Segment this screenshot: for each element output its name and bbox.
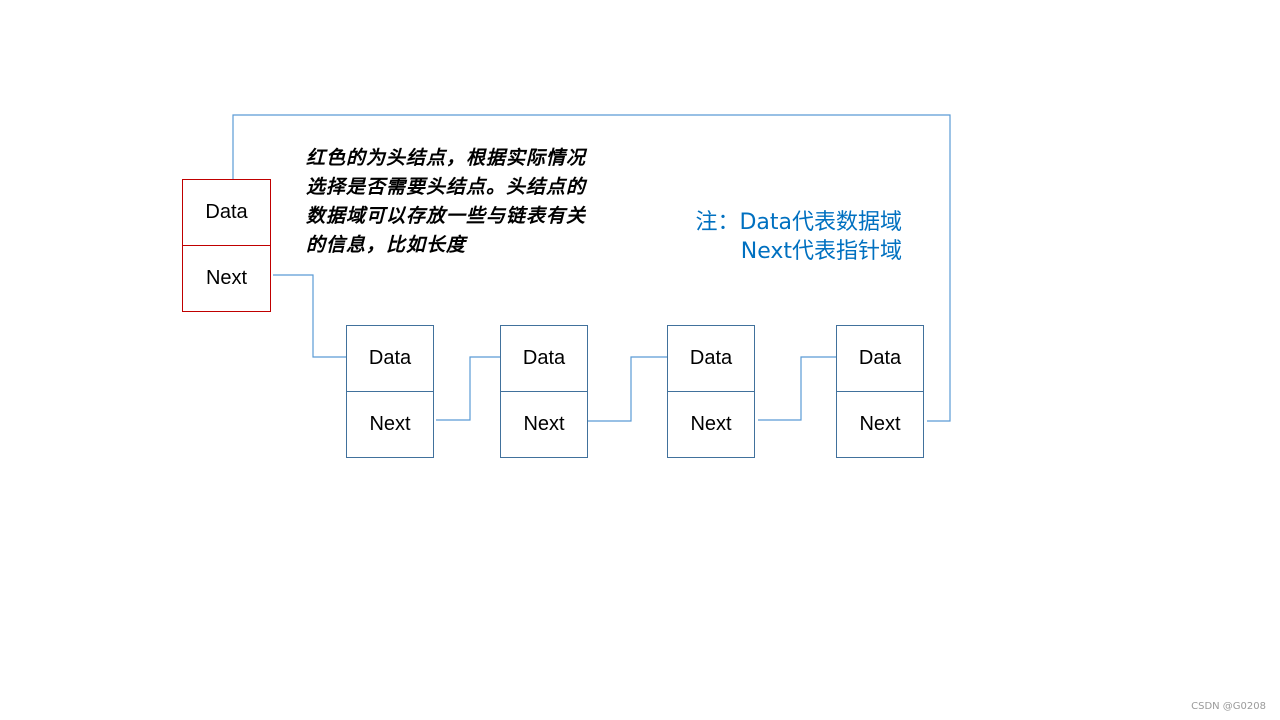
arrow-node-1-to-node-2 <box>436 353 508 421</box>
annotation-line: 红色的为头结点，根据实际情况 <box>306 147 587 169</box>
node-3-data-field: Data <box>689 347 733 369</box>
watermark: CSDN @G0208 <box>1191 701 1266 712</box>
node-2-next-field: Next <box>501 391 587 457</box>
node-4-next-field: Next <box>837 391 923 457</box>
node-1-data-field: Data <box>368 347 412 369</box>
list-node-1: Data Next <box>346 325 434 458</box>
list-node-3: Data Next <box>667 325 755 458</box>
node-3-next-field: Next <box>668 391 754 457</box>
annotation-line: 的信息，比如长度 <box>306 234 467 256</box>
node-2-data-field: Data <box>522 347 566 369</box>
node-1-next-field: Next <box>347 391 433 457</box>
legend-next-line: Next代表指针域 <box>740 239 902 264</box>
arrow-node-4-to-head <box>229 114 951 422</box>
node-4-data-field: Data <box>858 347 902 369</box>
arrow-node-2-to-node-3 <box>586 353 675 422</box>
list-node-2: Data Next <box>500 325 588 458</box>
arrow-head-to-node-1 <box>273 274 355 361</box>
legend-note: 注：Data代表数据域 Next代表指针域 <box>660 208 902 266</box>
annotation-line: 选择是否需要头结点。头结点的 <box>306 176 587 198</box>
head-node-annotation: 红色的为头结点，根据实际情况 选择是否需要头结点。头结点的 数据域可以存放一些与… <box>306 144 651 260</box>
annotation-line: 数据域可以存放一些与链表有关 <box>306 205 587 227</box>
arrow-node-3-to-node-4 <box>758 353 844 421</box>
head-node-next-field: Next <box>183 245 270 311</box>
head-node: Data Next <box>182 179 271 312</box>
legend-data-line: 注：Data代表数据域 <box>695 210 902 235</box>
list-node-4: Data Next <box>836 325 924 458</box>
head-node-data-field: Data <box>205 201 248 223</box>
